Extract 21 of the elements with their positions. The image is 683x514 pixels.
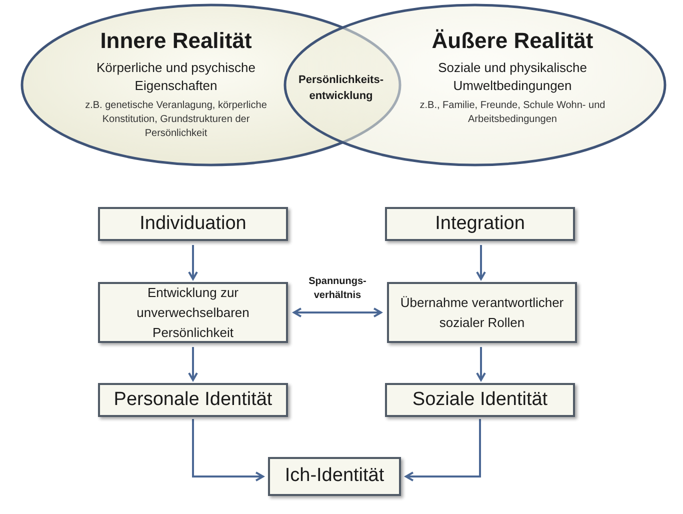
- process-box: Ich-Identität: [268, 457, 401, 496]
- ellipse-heading: Innere Realität: [100, 27, 252, 55]
- arrow: [405, 419, 481, 482]
- arrow: [476, 245, 486, 280]
- ellipse-subtitle: Körperliche und psychische Eigenschaften: [96, 59, 256, 95]
- process-box: Soziale Identität: [385, 383, 575, 417]
- process-box: Individuation: [98, 207, 288, 241]
- arrow: [192, 419, 264, 482]
- arrow: [476, 347, 486, 381]
- arrow: [188, 245, 198, 280]
- ellipse-subtitle: Soziale und physikalische Umweltbedingungen: [437, 59, 588, 95]
- arrow: [188, 347, 198, 381]
- overlap-label: Persönlichkeits- entwicklung: [288, 68, 394, 108]
- arrow: [293, 308, 382, 318]
- ellipse-heading: Äußere Realität: [432, 27, 594, 55]
- ellipse-note: z.B. genetische Veranlagung, körperliche Konstitution, Grundstrukturen der Persönlichkeit: [84, 99, 268, 141]
- ellipse-note: z.B., Familie, Freunde, Schule Wohn- und Arbeitsbedingungen: [418, 99, 606, 127]
- process-box: Personale Identität: [98, 383, 288, 417]
- process-box: Übernahme verantwortlicher sozialer Rollen: [387, 282, 577, 343]
- process-box: Integration: [385, 207, 575, 241]
- process-box: Entwicklung zur unverwechselbaren Persönlichkeit: [98, 282, 288, 343]
